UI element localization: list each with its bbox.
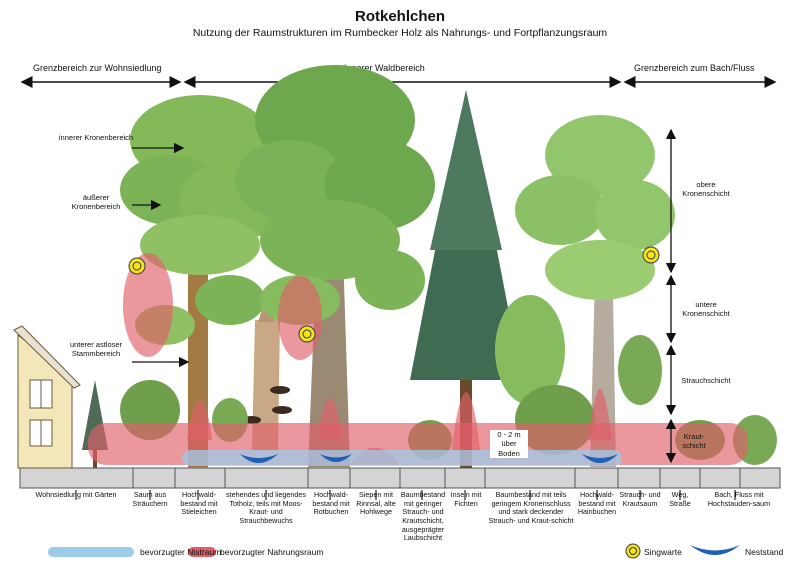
bottom-label-3: Hochwald-bestand mit Stieleichen bbox=[180, 490, 218, 517]
zone-label-left: Grenzbereich zur Wohnsiedlung bbox=[33, 63, 162, 73]
bottom-label-2: Saum aus Sträuchern bbox=[132, 490, 168, 508]
label-lower-crown-layer: untere Kronenschicht bbox=[682, 300, 730, 319]
legend-neststand-label: Neststand bbox=[745, 547, 784, 557]
label-soil-range: 0 - 2 m über Boden bbox=[490, 430, 528, 459]
bottom-label-4: stehendes und liegendes Totholz, teils m… bbox=[226, 490, 306, 525]
bottom-arrows bbox=[75, 490, 736, 500]
bottom-label-13: Bach, Fluss mit Hochstauden-saum bbox=[707, 490, 771, 508]
bottom-label-6: Siepen mit Rinnsal, alte Hohlwege bbox=[356, 490, 396, 517]
beech-tree bbox=[235, 65, 435, 468]
bottom-label-10: Hochwald-bestand mit Hainbuchen bbox=[577, 490, 617, 517]
label-shrub-layer: Strauchschicht bbox=[681, 376, 731, 385]
legend-singwarte-label: Singwarte bbox=[644, 547, 682, 557]
zone-label-middle: Innerer Waldbereich bbox=[344, 63, 425, 73]
label-upper-crown-layer: obere Kronenschicht bbox=[682, 180, 730, 199]
page-title: Rotkehlchen bbox=[354, 8, 445, 25]
legend-food-swatch bbox=[188, 547, 216, 557]
tree-label-arrows bbox=[132, 142, 190, 368]
legend-neststand-icon bbox=[690, 545, 740, 555]
house bbox=[13, 325, 81, 469]
legend-singwarte-icon bbox=[625, 543, 641, 559]
bottom-label-9: Baumbestand mit teils geringem Kronensch… bbox=[488, 490, 574, 525]
bottom-label-8: Inseln mit Fichten bbox=[450, 490, 482, 508]
hornbeam-tree bbox=[515, 115, 675, 468]
ground-strip bbox=[19, 467, 781, 489]
legend-food-label: bevorzugter Nahrungsraum bbox=[220, 547, 324, 557]
legend-nest-swatch bbox=[48, 547, 134, 557]
legend-nest-label: bevorzugter Nistraum bbox=[140, 547, 222, 557]
label-inner-crown: innerer Kronenbereich bbox=[58, 133, 134, 142]
page-subtitle: Nutzung der Raumstrukturen im Rumbecker … bbox=[192, 27, 608, 39]
bottom-label-1: Wohnsiedlung mit Gärten bbox=[35, 490, 117, 499]
bottom-label-5: Hochwald-bestand mit Rotbuchen bbox=[312, 490, 350, 517]
zone-label-right: Grenzbereich zum Bach/Fluss bbox=[634, 63, 755, 73]
singwarte-markers bbox=[128, 246, 660, 343]
bottom-label-7: Baumbestand mit geringer Strauch- und Kr… bbox=[400, 490, 446, 543]
label-outer-crown: äußerer Kronenbereich bbox=[71, 193, 121, 212]
label-herb-layer: Kraut-schicht bbox=[682, 432, 706, 451]
bottom-label-12: Weg, Straße bbox=[669, 490, 691, 508]
label-lower-trunk: unterer astloser Stammbereich bbox=[69, 340, 123, 359]
neststand-markers bbox=[240, 454, 618, 463]
bottom-label-11: Strauch- und Krautsaum bbox=[619, 490, 661, 508]
